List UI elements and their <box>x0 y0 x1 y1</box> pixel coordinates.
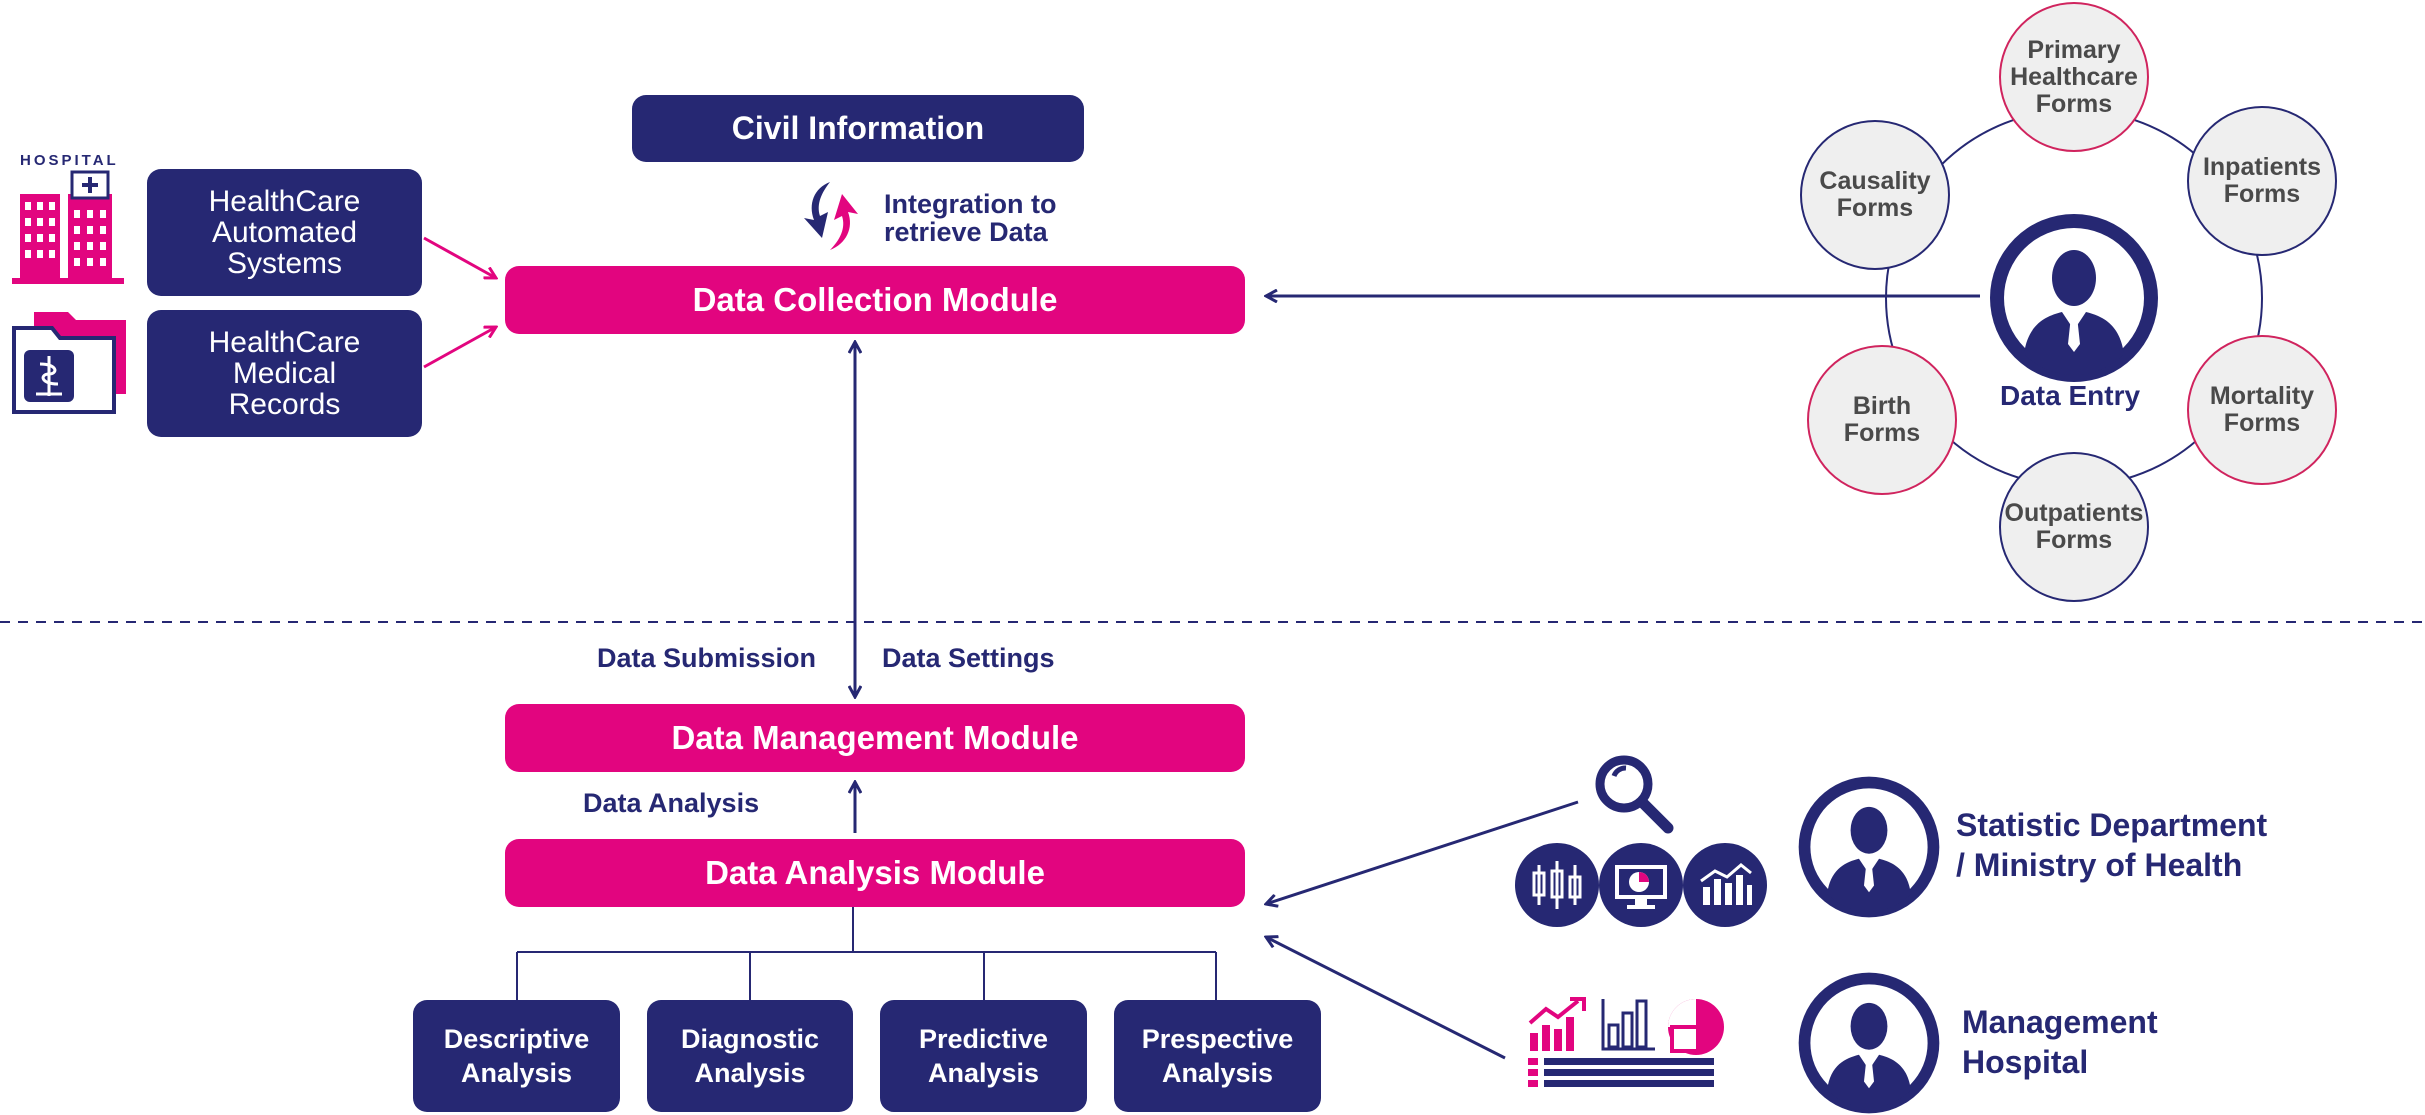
healthcare-medical-records-box: HealthCare Medical Records <box>147 310 422 437</box>
predictive-analysis-label: Predictive Analysis <box>918 1024 1049 1088</box>
healthcare-medical-records-label: HealthCare Medical Records <box>208 326 361 421</box>
arrow-automated-to-collection <box>423 236 496 278</box>
monitor-pie-icon <box>1599 843 1683 927</box>
data-collection-module-label: Data Collection Module <box>692 281 1058 318</box>
data-collection-module: Data Collection Module <box>505 266 1245 334</box>
sync-icon <box>804 182 858 250</box>
arrow-statistic-to-analysis <box>1266 800 1579 904</box>
civil-information-box: Civil Information <box>632 95 1084 162</box>
hospital-icon: HOSPITAL <box>12 150 124 285</box>
descriptive-analysis-label: Descriptive Analysis <box>443 1024 590 1088</box>
management-hospital-label: Management Hospital <box>1962 1004 2158 1080</box>
form-outpatients: Outpatients Forms <box>1999 452 2149 602</box>
data-entry-label: Data Entry <box>2000 380 2141 411</box>
integration-label: Integration to retrieve Data <box>884 189 1057 247</box>
descriptive-analysis-box: Descriptive Analysis <box>413 1000 620 1112</box>
bar-chart-icon <box>1683 843 1767 927</box>
report-lines-icon <box>1528 1058 1714 1087</box>
form-inpatients-label: Inpatients Forms <box>2202 153 2322 208</box>
hospital-building-icon <box>12 170 124 284</box>
medical-folder-icon <box>12 312 126 414</box>
statistic-department-label: Statistic Department / Ministry of Healt… <box>1956 807 2268 883</box>
data-analysis-label: Data Analysis <box>583 788 760 818</box>
analysis-tree <box>516 907 1217 1000</box>
data-submission-label: Data Submission <box>597 643 817 673</box>
candlestick-chart-icon <box>1515 843 1599 927</box>
form-primary-healthcare-label: Primary Healthcare Forms <box>2010 35 2138 118</box>
healthcare-automated-systems-box: HealthCare Automated Systems <box>147 169 422 296</box>
data-entry-person-icon <box>1990 214 2158 382</box>
data-management-module: Data Management Module <box>505 704 1245 772</box>
form-primary-healthcare: Primary Healthcare Forms <box>1999 2 2149 152</box>
hospital-label: HOSPITAL <box>20 152 119 169</box>
form-birth: Birth Forms <box>1807 345 1957 495</box>
data-analysis-module: Data Analysis Module <box>505 839 1245 907</box>
magnifier-icon <box>1595 755 1674 834</box>
form-birth-label: Birth Forms <box>1843 392 1921 447</box>
form-inpatients: Inpatients Forms <box>2187 106 2337 256</box>
statistic-department-person-icon <box>1798 776 1940 918</box>
column-chart-icon <box>1601 999 1655 1051</box>
healthcare-automated-systems-label: HealthCare Automated Systems <box>208 185 361 280</box>
form-mortality-label: Mortality Forms <box>2209 382 2315 437</box>
data-management-module-label: Data Management Module <box>671 719 1079 756</box>
management-hospital-person-icon <box>1798 972 1940 1114</box>
form-outpatients-label: Outpatients Forms <box>2004 499 2144 554</box>
arrow-management-to-analysis <box>1266 937 1506 1060</box>
diagnostic-analysis-label: Diagnostic Analysis <box>680 1024 820 1088</box>
pie-chart-icon <box>1668 999 1724 1055</box>
growth-chart-icon <box>1528 997 1586 1051</box>
data-settings-label: Data Settings <box>882 643 1055 673</box>
diagnostic-analysis-box: Diagnostic Analysis <box>647 1000 853 1112</box>
arrow-records-to-collection <box>423 327 496 369</box>
data-analysis-module-label: Data Analysis Module <box>705 854 1045 891</box>
form-causality-label: Causality Forms <box>1819 167 1931 222</box>
civil-information-label: Civil Information <box>731 110 985 146</box>
form-mortality: Mortality Forms <box>2187 335 2337 485</box>
form-causality: Causality Forms <box>1800 120 1950 270</box>
predictive-analysis-box: Predictive Analysis <box>880 1000 1087 1112</box>
prespective-analysis-label: Prespective Analysis <box>1141 1024 1294 1088</box>
prespective-analysis-box: Prespective Analysis <box>1114 1000 1321 1112</box>
